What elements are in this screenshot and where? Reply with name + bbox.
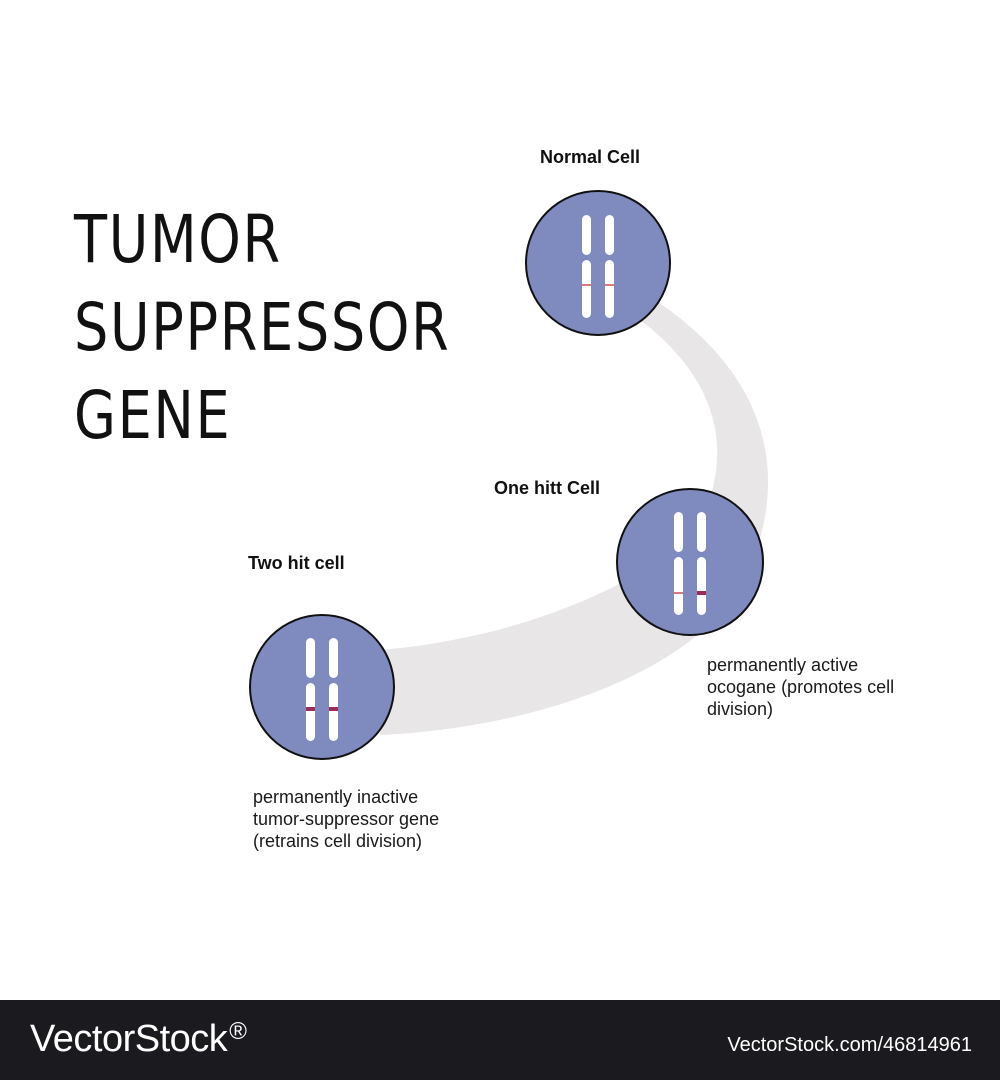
one-hit-description-line-3: division)	[707, 699, 774, 719]
two-hit-chromosome-right-lower	[329, 683, 338, 741]
two-hit-cell-circle	[249, 614, 395, 760]
two-hit-chromosome-right-upper	[329, 638, 338, 678]
diagram-canvas: TUMOR SUPPRESSOR GENE Normal Cell One hi…	[74, 147, 894, 852]
normal-chromosome-left-upper	[582, 215, 591, 255]
two-hit-cell-label: Two hit cell	[248, 553, 345, 573]
one-hit-cell	[616, 488, 764, 636]
registered-mark: ®	[229, 1018, 247, 1045]
one-hit-chromosome-left-lower	[674, 557, 683, 615]
image-id: VectorStock.com/46814961	[727, 1034, 972, 1056]
title-line-3: GENE	[74, 377, 232, 454]
two-hit-chromosome-left-upper	[306, 638, 315, 678]
two-hit-gene-band-left	[306, 707, 315, 711]
one-hit-chromosome-right-lower	[697, 557, 706, 615]
normal-cell-label: Normal Cell	[540, 147, 641, 167]
two-hit-cell	[249, 614, 395, 760]
two-hit-chromosome-left-lower	[306, 683, 315, 741]
normal-cell-circle	[525, 190, 671, 336]
normal-gene-band-left	[582, 284, 591, 286]
watermark-footer: VectorStock® VectorStock.com/46814961	[0, 1000, 1000, 1080]
one-hit-cell-label: One hitt Cell	[494, 478, 601, 498]
one-hit-chromosome-left-upper	[674, 512, 683, 552]
two-hit-description-line-1: permanently inactive	[253, 787, 419, 807]
two-hit-description-line-3: (retrains cell division)	[253, 831, 423, 851]
normal-chromosome-right-upper	[605, 215, 614, 255]
normal-gene-band-right	[605, 284, 614, 286]
normal-chromosome-left-lower	[582, 260, 591, 318]
two-hit-description-line-2: tumor-suppressor gene	[253, 809, 440, 829]
one-hit-gene-band-left	[674, 592, 683, 594]
brand-logo: VectorStock®	[30, 1018, 247, 1061]
one-hit-description: permanently active ocogane (promotes cel…	[707, 654, 894, 720]
brand-name: VectorStock	[30, 1018, 228, 1060]
one-hit-description-line-1: permanently active	[707, 655, 859, 675]
diagram-svg	[249, 190, 769, 760]
title-line-1: TUMOR	[74, 201, 282, 278]
one-hit-chromosome-right-upper	[697, 512, 706, 552]
two-hit-gene-band-right	[329, 707, 338, 711]
normal-chromosome-right-lower	[605, 260, 614, 318]
diagram-title: TUMOR SUPPRESSOR GENE	[74, 196, 450, 460]
title-line-2: SUPPRESSOR	[74, 289, 451, 366]
one-hit-cell-circle	[616, 488, 764, 636]
normal-cell	[525, 190, 671, 336]
two-hit-description: permanently inactive tumor-suppressor ge…	[253, 786, 439, 852]
one-hit-description-line-2: ocogane (promotes cell	[707, 677, 895, 697]
one-hit-gene-band-right	[697, 591, 706, 595]
